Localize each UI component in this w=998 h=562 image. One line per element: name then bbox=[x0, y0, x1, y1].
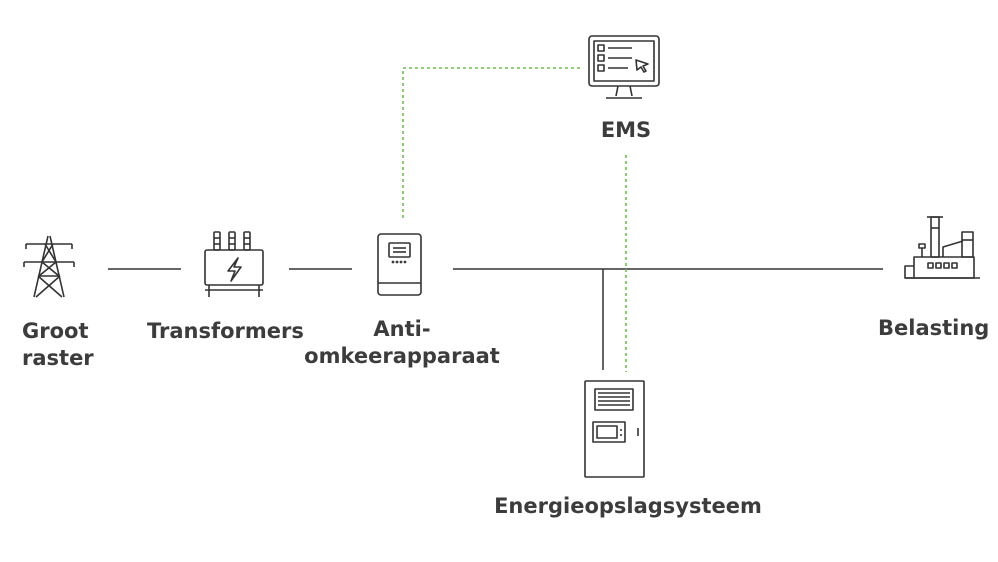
transformer-icon bbox=[204, 231, 264, 297]
storage-label: Energieopslagsysteem bbox=[494, 494, 762, 518]
anti-reverse-label: Anti- omkeerapparaat bbox=[297, 316, 507, 370]
power-lines bbox=[108, 268, 883, 370]
communication-lines bbox=[402, 67, 627, 372]
storage-cabinet-icon bbox=[584, 380, 645, 478]
anti-reverse-meter-icon bbox=[377, 233, 422, 296]
load-label: Belasting bbox=[878, 316, 990, 340]
anti-reverse-label-line1: Anti- bbox=[373, 317, 431, 341]
monitor-icon bbox=[588, 35, 660, 99]
ems-label: EMS bbox=[600, 118, 652, 142]
anti-reverse-label-line2: omkeerapparaat bbox=[304, 344, 500, 368]
transformer-label: Transformers bbox=[147, 319, 304, 343]
grid-label-line1: Groot bbox=[22, 319, 89, 343]
grid-label-line2: raster bbox=[22, 346, 94, 370]
factory-icon bbox=[904, 216, 980, 279]
grid-label: Groot raster bbox=[22, 318, 94, 372]
comm-line-ems-meter bbox=[402, 67, 580, 218]
power-tower-icon bbox=[23, 235, 75, 298]
